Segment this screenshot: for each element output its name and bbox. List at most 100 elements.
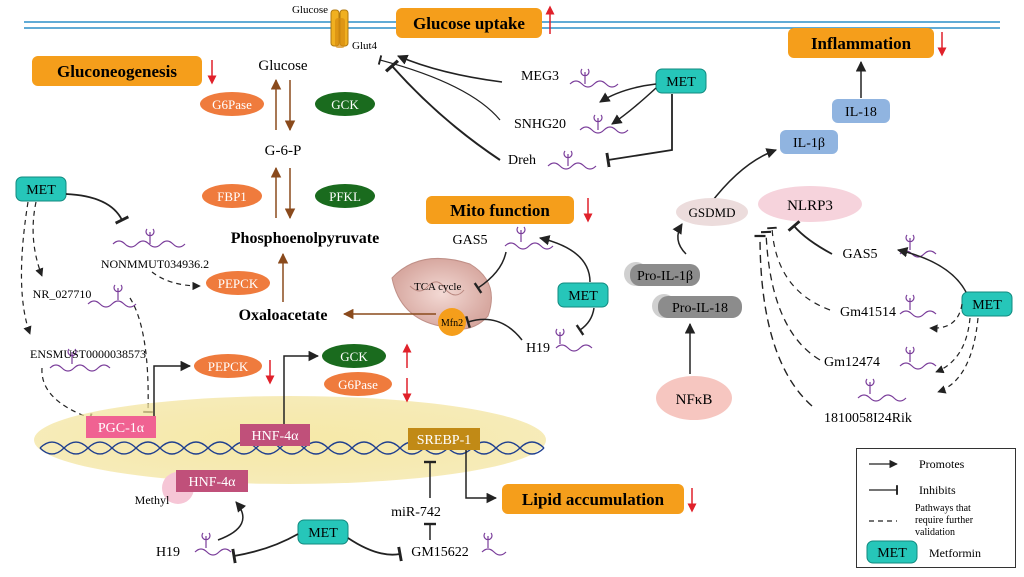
legend-inhibits-label: Inhibits xyxy=(919,483,956,497)
svg-text:SREBP-1: SREBP-1 xyxy=(417,433,471,448)
gas5-inflam-label: GAS5 xyxy=(842,247,877,262)
rik-inhibits-nlrp3-dashed xyxy=(754,234,813,407)
svg-text:NFκB: NFκB xyxy=(676,392,713,408)
h19-mito-label: H19 xyxy=(526,341,550,356)
methyl-label: Methyl xyxy=(135,493,170,507)
gm15622-label: GM15622 xyxy=(411,545,469,560)
inflammation-label: Inflammation xyxy=(811,34,912,53)
svg-text:PFKL: PFKL xyxy=(329,189,361,204)
gas5-mito-label: GAS5 xyxy=(452,233,487,248)
svg-text:NLRP3: NLRP3 xyxy=(787,198,833,214)
meg3-label: MEG3 xyxy=(521,69,559,84)
glut4-transporter xyxy=(330,9,349,48)
nr-label: NR_027710 xyxy=(33,287,92,301)
svg-text:Pro-IL-18: Pro-IL-18 xyxy=(672,301,728,316)
dreh-inhibits-glut4 xyxy=(384,59,501,161)
meg3-to-glut4-arrow xyxy=(397,54,503,83)
nucleus-gck: GCK xyxy=(322,344,386,368)
h19-inhibits-mfn2 xyxy=(465,315,523,341)
ensmust-label: ENSMUST0000038573 xyxy=(30,347,146,361)
hnf4a-methyl-box: HNF-4α xyxy=(176,470,248,492)
gas5-inhibits-tca xyxy=(473,251,507,294)
nlrp3-oval: NLRP3 xyxy=(758,186,862,222)
legend: Promotes Inhibits Pathways that require … xyxy=(856,448,1016,568)
snhg20-label: SNHG20 xyxy=(514,117,566,132)
nucleus-g6pase: G6Pase xyxy=(324,372,392,396)
nr-inhibits-pgc1a-dashed xyxy=(129,297,153,414)
gm41514-label: Gm41514 xyxy=(840,305,896,320)
nfkb-oval: NFκB xyxy=(656,376,732,420)
svg-text:PGC-1α: PGC-1α xyxy=(98,421,145,436)
gm41514-inhibits-nlrp3-dashed xyxy=(767,226,831,311)
srebp1-box: SREBP-1 xyxy=(408,428,480,450)
svg-text:MET: MET xyxy=(26,183,56,198)
met-badge-left: MET xyxy=(15,176,67,202)
mitochondrion xyxy=(391,258,492,330)
svg-text:GCK: GCK xyxy=(331,97,359,112)
pfkl-enzyme: PFKL xyxy=(315,184,375,208)
gluconeogenesis-label: Gluconeogenesis xyxy=(57,62,177,81)
legend-metformin-label: Metformin xyxy=(929,546,981,560)
met-badge-bottom: MET xyxy=(297,519,349,545)
svg-text:Pro-IL-1β: Pro-IL-1β xyxy=(637,269,693,284)
met-inhibits-dreh xyxy=(605,94,673,168)
nonmmut-label: NONMMUT034936.2 xyxy=(101,257,209,271)
mfn2-node: Mfn2 xyxy=(438,308,466,336)
mir742-label: miR-742 xyxy=(391,505,441,520)
mito-function-label: Mito function xyxy=(450,201,550,220)
hnf4a-to-gck-arrow xyxy=(283,350,320,424)
met-inhibits-gm15622 xyxy=(347,537,403,562)
svg-text:G6Pase: G6Pase xyxy=(212,97,252,112)
hnf4a-box: HNF-4α xyxy=(240,424,310,446)
inflammation-box: Inflammation xyxy=(788,28,934,58)
met-inhibits-h19-mito xyxy=(575,307,595,336)
met-to-nr-dashed xyxy=(32,201,44,277)
il1b-box: IL-1β xyxy=(780,130,838,154)
pro-il1b-to-gsdmd xyxy=(672,223,687,255)
gm12474-inhibits-nlrp3-dashed xyxy=(760,230,821,361)
dreh-label: Dreh xyxy=(508,153,536,168)
legend-met-text: MET xyxy=(877,546,907,561)
ensmust-inhibits-pgc1a-dashed xyxy=(41,367,93,423)
svg-text:G6Pase: G6Pase xyxy=(338,377,378,392)
glucose-uptake-label: Glucose uptake xyxy=(413,14,525,33)
g6pase-enzyme: G6Pase xyxy=(200,92,264,116)
met-to-gm12474-dashed xyxy=(935,317,971,374)
legend-svg: Promotes Inhibits Pathways that require … xyxy=(866,457,981,564)
gsdmd-to-il1b-arrow xyxy=(709,148,777,205)
snhg20-inhibits-glut4 xyxy=(377,55,501,121)
svg-text:HNF-4α: HNF-4α xyxy=(251,429,299,444)
h19-to-methyl-arrow xyxy=(217,501,247,541)
svg-text:HNF-4α: HNF-4α xyxy=(188,475,236,490)
met-to-ensmust-dashed xyxy=(20,201,32,335)
svg-text:GCK: GCK xyxy=(340,349,368,364)
svg-text:MET: MET xyxy=(972,298,1002,313)
svg-text:Mfn2: Mfn2 xyxy=(441,318,463,329)
tca-cycle-label: TCA cycle xyxy=(414,281,461,293)
gluconeogenesis-box: Gluconeogenesis xyxy=(32,56,202,86)
met-inhibits-h19-bottom xyxy=(231,533,299,564)
met-to-rik-dashed xyxy=(937,317,979,394)
met-inhibits-nonmmut xyxy=(65,193,130,225)
legend-met-badge xyxy=(866,540,918,564)
pathway-g6p: G-6-P xyxy=(265,143,302,159)
met-to-gas5-inflam xyxy=(896,247,967,293)
svg-text:IL-1β: IL-1β xyxy=(793,136,825,151)
gas5-inhibits-nlrp3 xyxy=(787,220,833,255)
legend-dashed-label-1: Pathways that xyxy=(915,503,971,514)
svg-text:PEPCK: PEPCK xyxy=(218,276,259,291)
met-to-meg3-arrow xyxy=(599,83,657,103)
legend-dashed-label-3: validation xyxy=(915,527,955,538)
fbp1-enzyme: FBP1 xyxy=(202,184,262,208)
il18-box: IL-18 xyxy=(832,99,890,123)
rik-label: 1810058I24Rik xyxy=(824,411,912,426)
h19-bottom-label: H19 xyxy=(156,545,180,560)
svg-text:MET: MET xyxy=(568,289,598,304)
pgc1a-to-pepck-arrow xyxy=(153,360,192,416)
svg-text:MET: MET xyxy=(666,75,696,90)
legend-promotes-label: Promotes xyxy=(919,457,965,471)
srebp1-to-lipid-arrow xyxy=(465,450,498,504)
pgc1a-box: PGC-1α xyxy=(86,416,156,438)
